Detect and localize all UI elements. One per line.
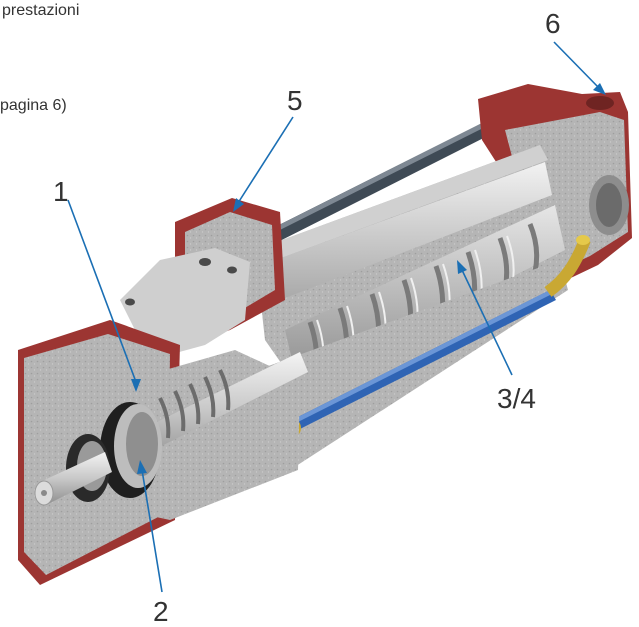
cropped-text-page-ref: pagina 6) [0, 97, 67, 114]
arrow-1 [67, 199, 141, 392]
arrow-2 [137, 460, 163, 593]
callout-label-6: 6 [545, 8, 561, 39]
stator-liner [270, 162, 552, 300]
cropped-text-top: prestazioni [2, 2, 80, 19]
drive-shaft [34, 452, 112, 506]
bearing [66, 402, 162, 502]
arrow-6 [553, 41, 606, 95]
tie-rod [243, 100, 537, 255]
port-6 [586, 96, 614, 110]
callout-label-1: 1 [53, 176, 69, 207]
front-bracket [120, 198, 285, 360]
callout-label-3-4: 3/4 [497, 383, 536, 414]
arrow-5 [233, 116, 294, 212]
callout-label-5: 5 [287, 85, 303, 116]
callout-label-2: 2 [153, 596, 169, 627]
arrow-3-4 [457, 260, 513, 376]
callout-arrows [67, 41, 606, 593]
